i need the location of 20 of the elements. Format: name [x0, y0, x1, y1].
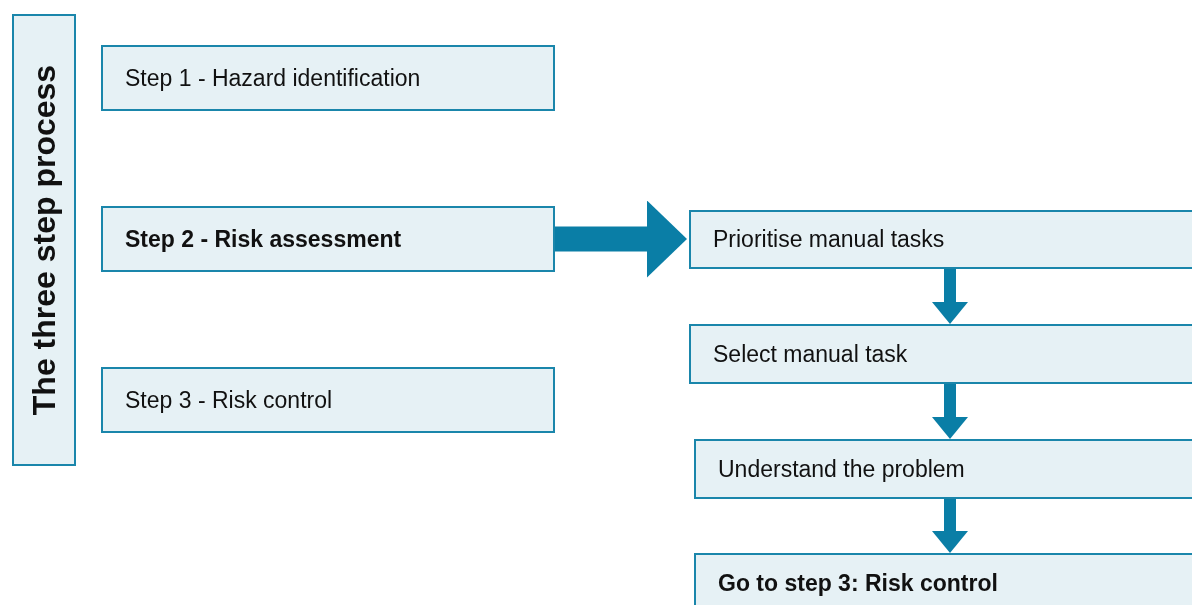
step-label: Understand the problem [717, 455, 965, 483]
side-heading-box [12, 14, 76, 466]
vertical-title: The three step process [25, 64, 63, 416]
process-box [689, 324, 1192, 384]
arrow [932, 499, 968, 553]
step-label: Select manual task [712, 340, 908, 368]
process-box [101, 206, 555, 272]
process-box [694, 439, 1192, 499]
arrow [932, 384, 968, 439]
process-box [689, 210, 1192, 269]
step-label: Step 2 - Risk assessment [124, 225, 402, 253]
step-label: Prioritise manual tasks [712, 226, 945, 253]
process-box [101, 45, 555, 111]
process-box [694, 553, 1192, 605]
step-label: Go to step 3: Risk control [717, 569, 998, 597]
step-label: Step 3 - Risk control [124, 386, 333, 414]
process-box [101, 367, 555, 433]
step-label: Step 1 - Hazard identification [124, 64, 421, 92]
arrow [555, 200, 687, 278]
arrow [932, 269, 968, 324]
